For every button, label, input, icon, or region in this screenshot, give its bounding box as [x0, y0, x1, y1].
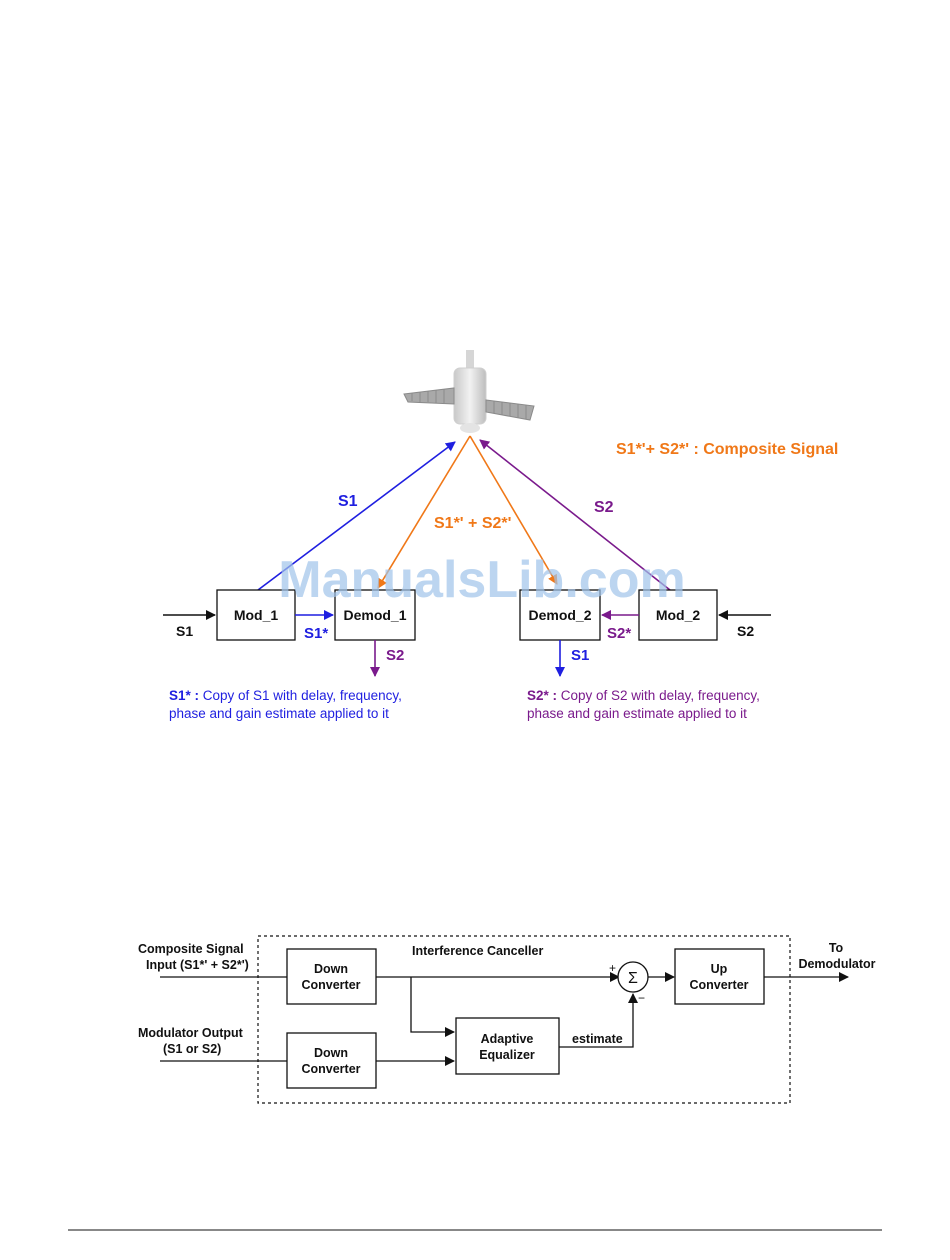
- output-label-line1: To: [829, 941, 844, 955]
- mod1-box: Mod_1: [216, 589, 296, 641]
- s2-input-label: S2: [737, 623, 754, 639]
- sum-symbol: Σ: [628, 970, 638, 987]
- s1-uplink-label: S1: [338, 493, 358, 510]
- s1-input-label: S1: [176, 623, 193, 639]
- interference-canceller-label: Interference Canceller: [412, 944, 543, 958]
- composite-downlink-1-arrow: [377, 435, 471, 589]
- s1-star-note-line1: S1* : Copy of S1 with delay, frequency,: [169, 688, 402, 703]
- composite-input-label-line1: Composite Signal: [138, 942, 244, 956]
- s2-uplink-arrow: [479, 439, 671, 591]
- up-converter-box: Up Converter: [674, 948, 765, 1005]
- down1-to-equalizer-arrow: [410, 977, 455, 1037]
- minus-sign: −: [638, 991, 645, 1005]
- output-label-line2: Demodulator: [798, 957, 875, 971]
- s1-star-note-line2: phase and gain estimate applied to it: [169, 706, 389, 721]
- composite-input-label-line2: Input (S1*' + S2*'): [146, 958, 249, 972]
- down-converter-1-label-line1: Down: [314, 962, 348, 976]
- summer-node: Σ: [617, 961, 649, 993]
- mod1-label: Mod_1: [234, 607, 279, 623]
- modulator-output-label-line1: Modulator Output: [138, 1026, 244, 1040]
- down-converter-2-label-line1: Down: [314, 1046, 348, 1060]
- s2-star-note-line2: phase and gain estimate applied to it: [527, 706, 747, 721]
- down-converter-1-label-line2: Converter: [301, 978, 360, 992]
- s2-uplink-label: S2: [594, 499, 614, 516]
- up-converter-label-line1: Up: [711, 962, 728, 976]
- s1-star-label: S1*: [304, 625, 328, 642]
- satellite-icon: [403, 350, 535, 433]
- demod1-output-label: S2: [386, 647, 404, 664]
- s1-uplink-arrow: [257, 441, 456, 591]
- demod2-label: Demod_2: [528, 607, 591, 623]
- mod2-label: Mod_2: [656, 607, 701, 623]
- s2-star-label: S2*: [607, 625, 631, 642]
- demod2-output-label: S1: [571, 647, 589, 664]
- demod2-box: Demod_2: [519, 589, 601, 641]
- composite-downlink-2-arrow: [469, 435, 558, 585]
- composite-legend: S1*'+ S2*' : Composite Signal: [616, 441, 838, 458]
- up-converter-label-line2: Converter: [689, 978, 748, 992]
- plus-sign: +: [609, 961, 616, 975]
- demod1-label: Demod_1: [343, 607, 406, 623]
- down-converter-1-box: Down Converter: [286, 948, 377, 1005]
- down-converter-2-label-line2: Converter: [301, 1062, 360, 1076]
- composite-downlink-label: S1*' + S2*': [434, 515, 511, 532]
- adaptive-equalizer-box: Adaptive Equalizer: [455, 1017, 560, 1075]
- adaptive-equalizer-label-line2: Equalizer: [479, 1048, 535, 1062]
- interference-canceller-container: [257, 935, 791, 1104]
- mod2-box: Mod_2: [638, 589, 718, 641]
- adaptive-equalizer-label-line1: Adaptive: [481, 1032, 534, 1046]
- s2-star-note-line1: S2* : Copy of S2 with delay, frequency,: [527, 688, 760, 703]
- watermark: ManualsLib.com: [278, 551, 685, 609]
- modulator-output-label-line2: (S1 or S2): [163, 1042, 221, 1056]
- estimate-arrow: [559, 993, 638, 1048]
- estimate-label: estimate: [572, 1032, 623, 1046]
- down-converter-2-box: Down Converter: [286, 1032, 377, 1089]
